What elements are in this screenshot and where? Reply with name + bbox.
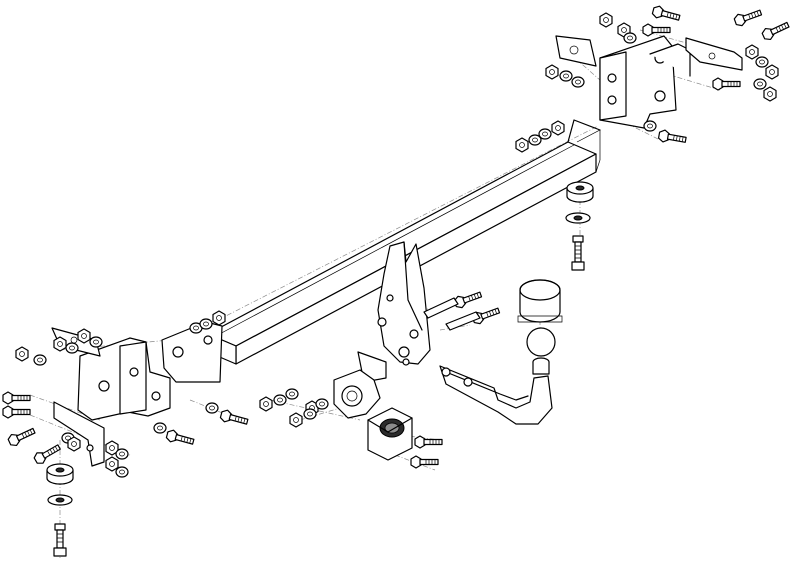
socket-plate bbox=[333, 351, 387, 419]
ball-cover bbox=[517, 279, 563, 323]
left-lower-bracket bbox=[53, 401, 105, 467]
tow-ball bbox=[526, 327, 556, 375]
right-vertical-fixing bbox=[565, 181, 594, 271]
left-side-bracket bbox=[51, 327, 171, 421]
electrical-socket bbox=[367, 407, 413, 461]
centre-bracket bbox=[377, 241, 431, 366]
ball-neck-bolts bbox=[423, 288, 502, 331]
right-side-bracket bbox=[555, 35, 743, 129]
left-vertical-fixing bbox=[46, 463, 74, 557]
ball-neck-arm bbox=[439, 365, 553, 425]
left-end-plate bbox=[161, 321, 223, 383]
